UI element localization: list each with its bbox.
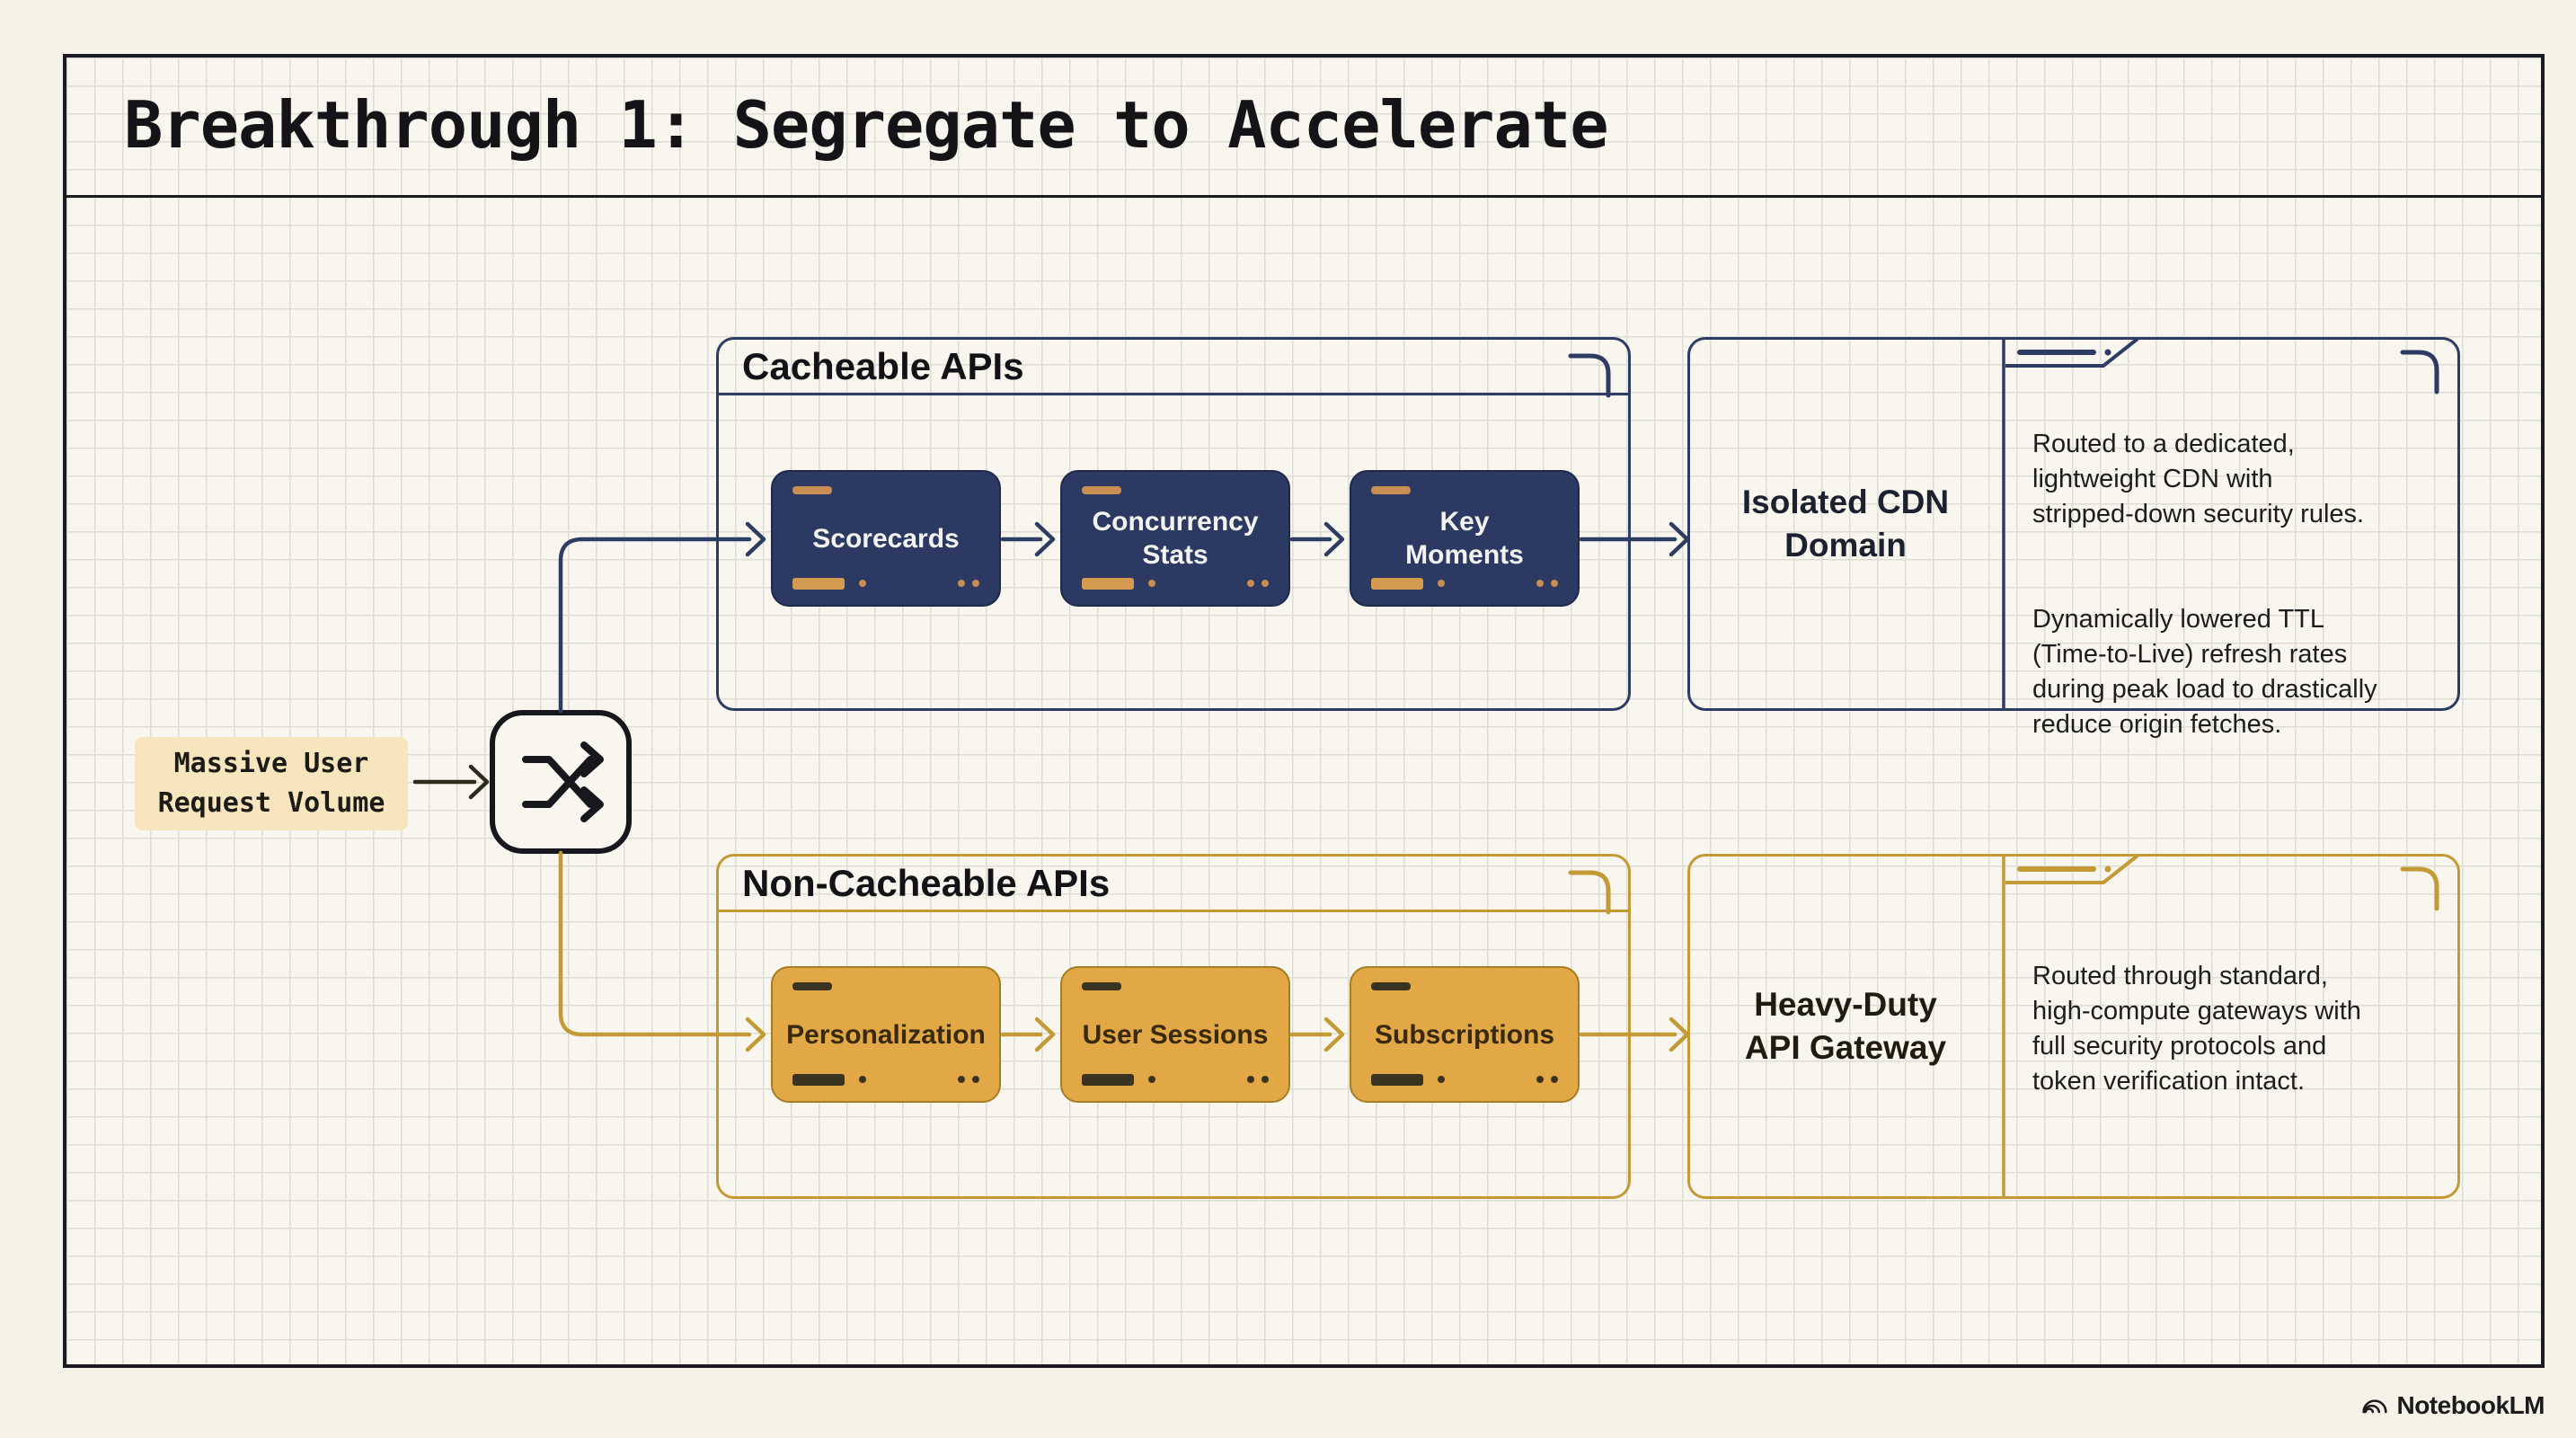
group-cacheable-title: Cacheable APIs	[742, 344, 1024, 387]
card-accent-dot	[1438, 580, 1445, 587]
card-accent-dot	[859, 1076, 866, 1083]
group-non-cacheable-title: Non-Cacheable APIs	[742, 861, 1111, 904]
card-accent-bar	[1371, 578, 1423, 590]
card-accent-bar	[1371, 1074, 1423, 1086]
card-accent-dot	[972, 580, 979, 587]
tab-dot-icon	[2104, 865, 2111, 873]
output-api-gateway-box	[1687, 854, 2460, 1199]
cdn-paragraph-1: Routed to a dedicated, lightweight CDN w…	[2032, 430, 2365, 528]
splitter-node	[490, 710, 632, 854]
notebooklm-logo-icon	[2362, 1399, 2388, 1414]
card-user-sessions-label: User Sessions	[1082, 1019, 1269, 1050]
card-accent-dot	[1536, 1076, 1544, 1083]
cdn-divider-and-tab	[2002, 337, 2139, 709]
group-cacheable-apis: Cacheable APIs	[716, 337, 1631, 711]
api-gateway-title: Heavy-Duty API Gateway	[1744, 986, 1947, 1066]
input-arrow	[412, 764, 490, 800]
notebooklm-branding: NotebookLM	[2309, 1386, 2545, 1425]
card-accent-dot	[972, 1076, 979, 1083]
output-isolated-cdn-box	[1687, 337, 2460, 711]
card-user-sessions: User Sessions	[1060, 966, 1290, 1103]
card-personalization: Personalization	[771, 966, 1001, 1103]
tab-dot-icon	[2104, 349, 2111, 356]
page-title: Breakthrough 1: Segregate to Accelerate	[124, 86, 1609, 163]
card-accent-dot	[1551, 580, 1558, 587]
card-accent-dot	[1247, 1076, 1254, 1083]
card-accent-dot	[958, 580, 965, 587]
flow-cacheable	[558, 521, 1690, 714]
card-accent-dot	[958, 1076, 965, 1083]
corner-accent-icon	[1568, 866, 2439, 915]
card-accent-dot	[1551, 1076, 1558, 1083]
card-concurrency-stats: Concurrency Stats	[1060, 470, 1290, 607]
isolated-cdn-description: Routed to a dedicated, lightweight CDN w…	[2032, 392, 2439, 777]
card-accent-bar	[792, 1074, 845, 1086]
group-non-cacheable-header: Non-Cacheable APIs	[719, 857, 1628, 912]
corner-accent-icon	[1568, 350, 2439, 398]
card-accent-dot	[1148, 1076, 1155, 1083]
card-accent-bar	[792, 578, 845, 590]
card-accent-dot	[1536, 580, 1544, 587]
card-accent-dash	[1371, 486, 1411, 494]
card-accent-dot	[1261, 580, 1269, 587]
card-scorecards: Scorecards	[771, 470, 1001, 607]
card-scorecards-label: Scorecards	[812, 523, 960, 554]
shuffle-icon	[522, 741, 604, 822]
group-cacheable-header: Cacheable APIs	[719, 340, 1628, 395]
group-non-cacheable-apis: Non-Cacheable APIs	[716, 854, 1631, 1199]
card-accent-dash	[792, 982, 832, 990]
card-subscriptions: Subscriptions	[1350, 966, 1580, 1103]
card-accent-bar	[1082, 578, 1134, 590]
card-accent-dot	[1148, 580, 1155, 587]
card-accent-dash	[792, 486, 832, 494]
grid-paper-board	[63, 54, 2545, 1368]
cdn-paragraph-2: Dynamically lowered TTL (Time-to-Live) r…	[2032, 605, 2377, 739]
card-accent-dot	[1438, 1076, 1445, 1083]
card-accent-dash	[1371, 982, 1411, 990]
gateway-divider-and-tab	[2002, 854, 2139, 1197]
card-accent-dash	[1082, 486, 1121, 494]
title-band: Breakthrough 1: Segregate to Accelerate	[63, 54, 2545, 198]
card-key-moments-label: Key Moments	[1405, 507, 1524, 570]
card-accent-dash	[1082, 982, 1121, 990]
card-personalization-label: Personalization	[786, 1019, 986, 1050]
notebooklm-logo-text: NotebookLM	[2396, 1391, 2545, 1419]
card-accent-bar	[1082, 1074, 1134, 1086]
card-accent-dot	[1261, 1076, 1269, 1083]
card-accent-dot	[859, 580, 866, 587]
card-key-moments: Key Moments	[1350, 470, 1580, 607]
input-volume-label: Massive User Request Volume	[135, 737, 408, 830]
api-gateway-description: Routed through standard, high-compute ga…	[2032, 924, 2439, 1134]
isolated-cdn-title: Isolated CDN Domain	[1741, 484, 1950, 564]
card-concurrency-label: Concurrency Stats	[1092, 507, 1259, 570]
card-subscriptions-label: Subscriptions	[1374, 1019, 1555, 1050]
card-accent-dot	[1247, 580, 1254, 587]
gateway-paragraph-1: Routed through standard, high-compute ga…	[2032, 962, 2361, 1096]
flow-non-cacheable	[558, 850, 1690, 1052]
